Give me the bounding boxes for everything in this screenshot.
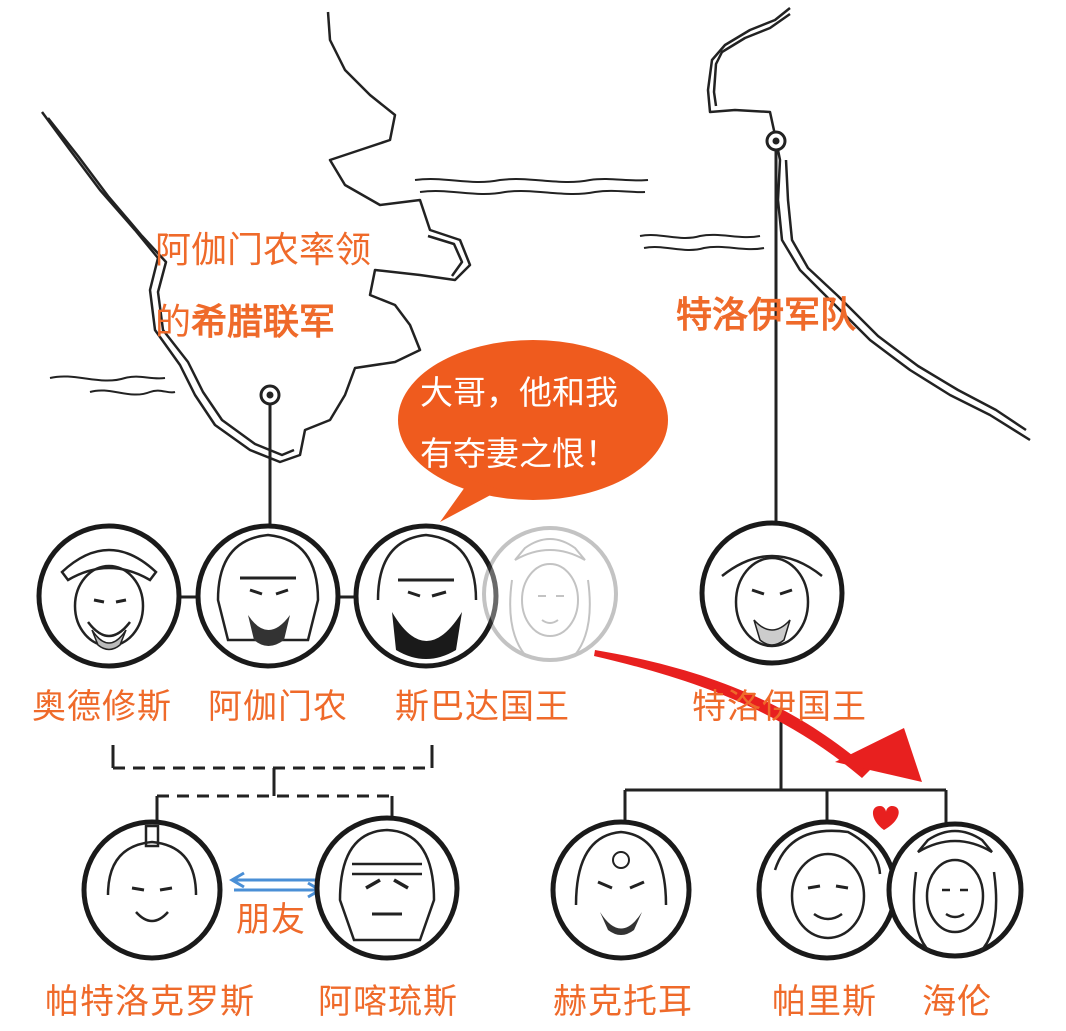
alliance-solid-ticks	[111, 745, 434, 822]
troy-location-pin	[765, 130, 787, 152]
portrait-sparta-king	[353, 523, 499, 669]
sea-waves	[49, 178, 765, 396]
portrait-agamemnon	[195, 523, 341, 669]
portrait-achilles	[314, 815, 460, 961]
friend-arrows	[229, 871, 323, 899]
greek-army-label-line2: 的希腊联军	[155, 305, 335, 341]
name-sparta-king: 斯巴达国王	[395, 687, 570, 727]
relation-friend-label: 朋友	[236, 900, 306, 940]
greek-army-label-line1: 阿伽门农率领	[155, 230, 372, 271]
name-troy-king: 特洛伊国王	[692, 687, 867, 727]
name-helen: 海伦	[922, 982, 992, 1022]
name-patroclus: 帕特洛克罗斯	[45, 982, 255, 1022]
speech-bubble-line2: 有夺妻之恨！	[420, 434, 618, 473]
greek-landmass	[40, 11, 472, 464]
name-achilles: 阿喀琉斯	[318, 982, 458, 1022]
speech-bubble-line1: 大哥，他和我	[420, 373, 618, 412]
portrait-odysseus	[36, 523, 182, 669]
heart-icon	[872, 806, 899, 830]
portrait-helen-faded	[482, 526, 618, 662]
portrait-troy-king	[699, 520, 845, 666]
troy-landmass	[706, 7, 1031, 442]
greek-army-label-bold: 希腊联军	[191, 302, 336, 343]
portrait-paris	[756, 819, 898, 961]
greek-location-pin	[259, 384, 281, 406]
troy-army-label: 特洛伊军队	[676, 295, 857, 336]
name-paris: 帕里斯	[772, 982, 877, 1022]
portrait-hector	[550, 819, 692, 961]
abduction-arrowhead	[835, 728, 922, 782]
greek-army-label-prefix: 的	[155, 302, 192, 343]
speech-bubble	[398, 340, 668, 522]
portrait-patroclus	[81, 819, 223, 961]
alliance-dashed-lines	[113, 766, 432, 798]
name-hector: 赫克托耳	[553, 982, 693, 1022]
name-agamemnon: 阿伽门农	[208, 687, 348, 727]
name-odysseus: 奥德修斯	[32, 687, 172, 727]
portrait-helen	[886, 821, 1024, 959]
